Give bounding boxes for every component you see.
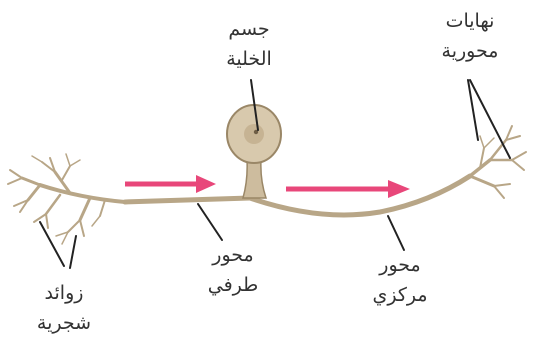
leader-line-peripheral-axon xyxy=(198,204,222,240)
leader-line-dendrites-2 xyxy=(70,236,76,268)
label-central-axon: محور مركزي xyxy=(350,250,450,310)
label-cell-body-line2: الخلية xyxy=(205,44,293,74)
label-dendrites: زوائد شجرية xyxy=(14,278,114,338)
label-peripheral-axon-line1: محور xyxy=(188,240,278,270)
label-central-axon-line1: محور xyxy=(350,250,450,280)
direction-arrow-left xyxy=(125,175,216,193)
label-axon-terminals-line2: محورية xyxy=(420,36,520,66)
label-central-axon-line2: مركزي xyxy=(350,280,450,310)
leader-line-dendrites-1 xyxy=(40,222,64,266)
leader-line-central-axon xyxy=(388,216,404,250)
central-axon xyxy=(250,176,470,215)
label-dendrites-line2: شجرية xyxy=(14,308,114,338)
label-cell-body-line1: جسم xyxy=(205,14,293,44)
dendrites xyxy=(8,154,125,244)
label-peripheral-axon: محور طرفي xyxy=(188,240,278,300)
leader-line-axon-terminal-2 xyxy=(470,80,510,158)
label-cell-body: جسم الخلية xyxy=(205,14,293,74)
label-dendrites-line1: زوائد xyxy=(14,278,114,308)
label-peripheral-axon-line2: طرفي xyxy=(188,270,278,300)
leader-line-axon-terminal-1 xyxy=(468,80,478,140)
direction-arrow-right xyxy=(286,180,410,198)
label-axon-terminals-line1: نهايات xyxy=(420,6,520,36)
label-axon-terminals: نهايات محورية xyxy=(420,6,520,66)
cell-body xyxy=(227,105,281,198)
peripheral-axon xyxy=(125,198,250,202)
